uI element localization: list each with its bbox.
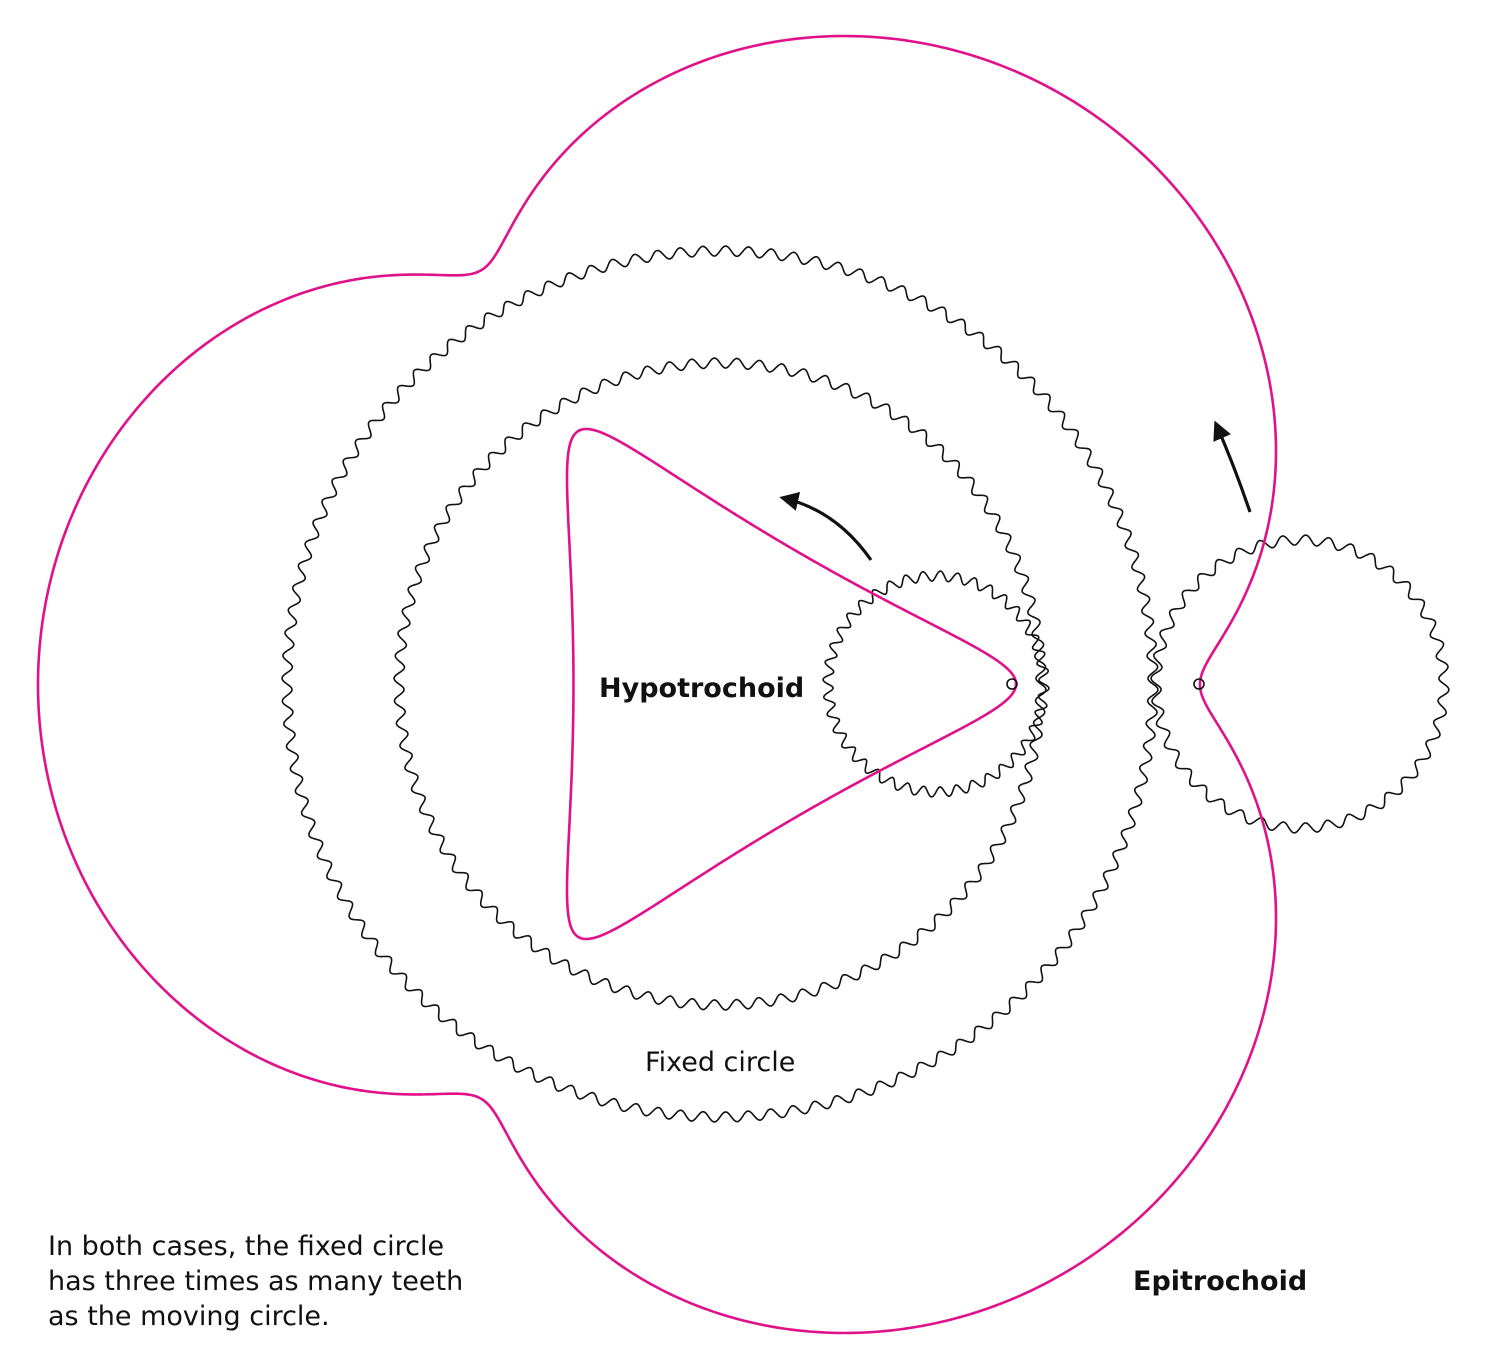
hypotrochoid-pen-point bbox=[1006, 678, 1018, 690]
fixed-circle-label: Fixed circle bbox=[645, 1047, 795, 1078]
hypotrochoid-rotation-arrow bbox=[779, 492, 873, 561]
caption-line-2: has three times as many teeth bbox=[48, 1266, 463, 1297]
hypotrochoid-curve bbox=[565, 427, 1018, 941]
moving-gear-outer bbox=[1150, 534, 1450, 834]
epitrochoid-curve bbox=[36, 34, 1278, 1335]
fixed-gear-inner-ring bbox=[393, 357, 1047, 1011]
fixed-gear-outer-ring bbox=[281, 245, 1159, 1123]
caption-line-3: as the moving circle. bbox=[48, 1301, 330, 1332]
hypotrochoid-label: Hypotrochoid bbox=[599, 673, 804, 704]
epitrochoid-rotation-arrow bbox=[1213, 420, 1252, 513]
moving-gear-inner bbox=[822, 570, 1050, 798]
epitrochoid-label: Epitrochoid bbox=[1133, 1266, 1307, 1297]
epitrochoid-pen-point bbox=[1193, 678, 1205, 690]
caption-line-1: In both cases, the fixed circle bbox=[48, 1231, 444, 1262]
